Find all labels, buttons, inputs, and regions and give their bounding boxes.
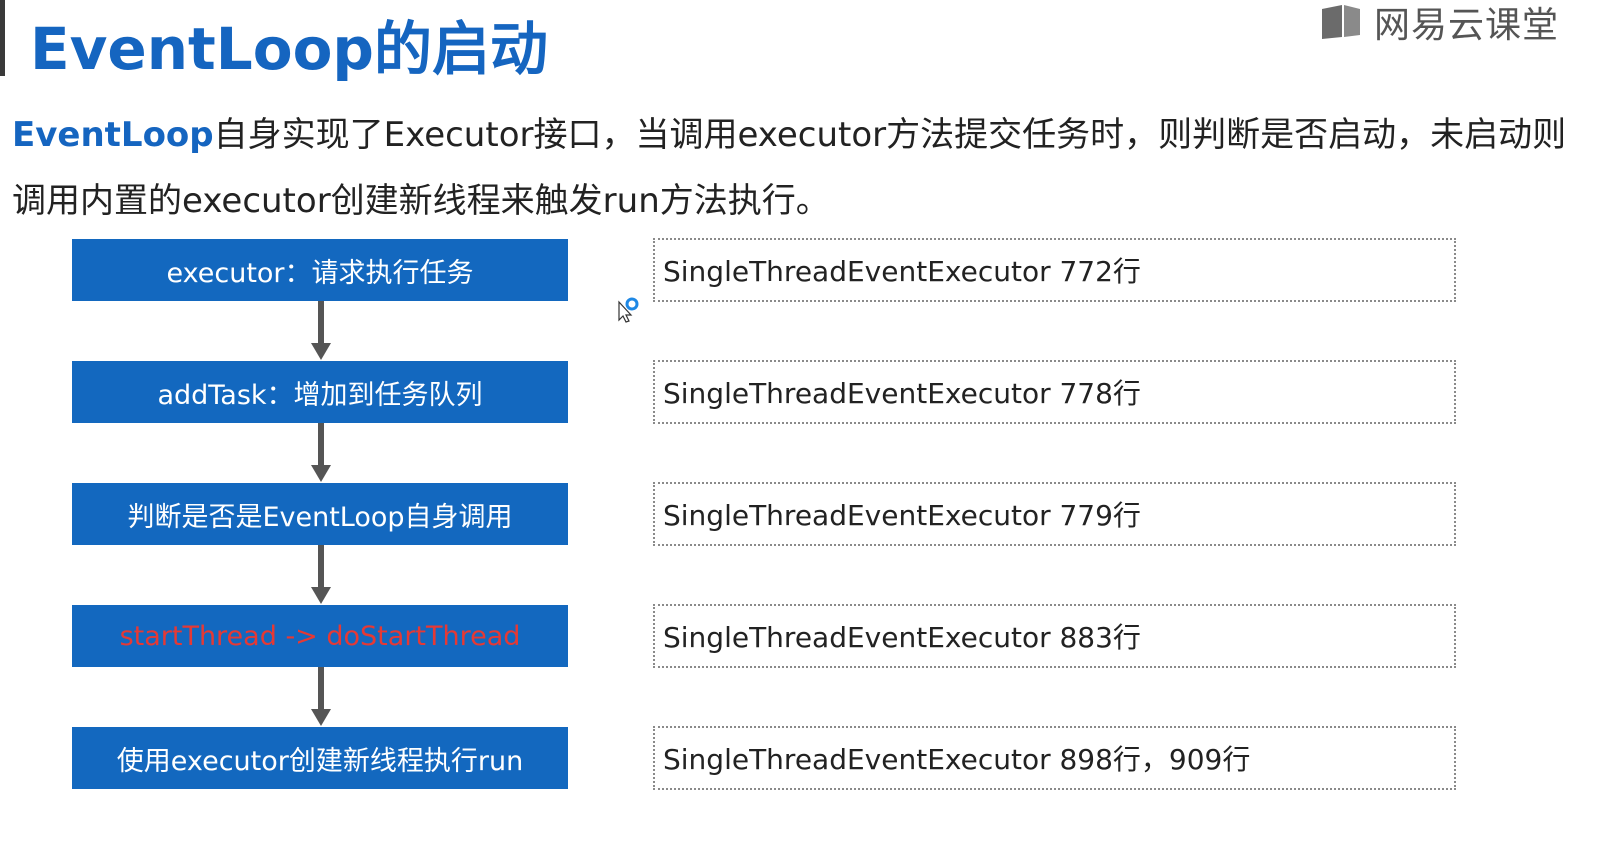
brand-logo: 网易云课堂: [1320, 2, 1559, 46]
down-arrow-icon: [311, 545, 331, 604]
down-arrow-icon: [311, 667, 331, 726]
flow-step-check-self-call: 判断是否是EventLoop自身调用: [72, 483, 568, 545]
ref-box-check-self-call: SingleThreadEventExecutor 779行: [653, 482, 1456, 546]
ref-box-create-thread: SingleThreadEventExecutor 898行，909行: [653, 726, 1456, 790]
flow-step-create-thread: 使用executor创建新线程执行run: [72, 727, 568, 789]
brand-name: 网易云课堂: [1374, 5, 1560, 46]
down-arrow-icon: [311, 301, 331, 360]
down-arrow-icon: [311, 423, 331, 482]
ref-box-start-thread: SingleThreadEventExecutor 883行: [653, 604, 1456, 668]
intro-highlight: EventLoop: [12, 115, 214, 155]
flow-step-executor: executor：请求执行任务: [72, 239, 568, 301]
intro-paragraph: EventLoop自身实现了Executor接口，当调用executor方法提交…: [12, 102, 1582, 234]
ref-box-add-task: SingleThreadEventExecutor 778行: [653, 360, 1456, 424]
flow-step-add-task: addTask：增加到任务队列: [72, 361, 568, 423]
slide-title: EventLoop的启动: [30, 15, 548, 83]
book-logo-icon: [1322, 5, 1360, 39]
ref-box-executor: SingleThreadEventExecutor 772行: [653, 238, 1456, 302]
intro-text: 自身实现了Executor接口，当调用executor方法提交任务时，则判断是否…: [12, 115, 1567, 221]
title-accent-bar: [0, 0, 5, 76]
flow-step-start-thread: startThread -> doStartThread: [72, 605, 568, 667]
mouse-cursor-icon: [618, 297, 639, 323]
